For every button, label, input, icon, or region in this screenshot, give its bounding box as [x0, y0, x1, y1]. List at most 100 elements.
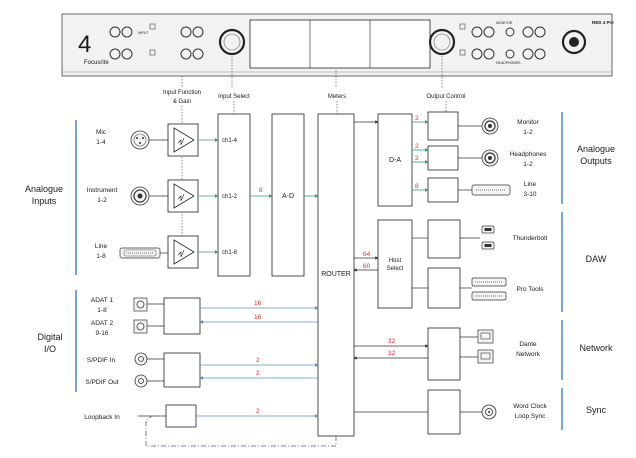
output-encoder — [428, 28, 456, 56]
jack-connector-icon — [130, 186, 150, 206]
group-digital-io: Digital — [37, 332, 62, 342]
input-select-block — [217, 113, 251, 277]
preamp-instrument — [167, 179, 199, 213]
da-label: D-A — [389, 157, 401, 164]
output-protools-label: Pro Tools — [517, 286, 545, 293]
front-label-input: INPUT — [138, 31, 149, 35]
front-button — [459, 49, 466, 56]
host-select-label: Select — [387, 266, 404, 272]
count-spdif-out: 2 — [256, 357, 260, 364]
input-mic-label: 1-4 — [96, 139, 106, 146]
preamp-mic — [167, 123, 199, 157]
group-analogue-outputs: Outputs — [580, 156, 612, 166]
host-select-label: Host — [389, 258, 402, 264]
output-dante-label: Network — [516, 351, 541, 358]
router-label: ROUTER — [321, 271, 351, 278]
optical-connector-icon — [133, 297, 148, 312]
count-host-in: 60 — [363, 263, 371, 270]
xlr-connector-icon — [130, 130, 150, 150]
count-spdif-in: 2 — [256, 370, 260, 377]
output-line-label: 3-10 — [523, 191, 536, 198]
da-converter-block — [377, 113, 413, 207]
headphone-jack-icon — [505, 27, 515, 37]
monitor-knob — [471, 48, 483, 60]
group-daw: DAW — [586, 254, 607, 264]
dsub-output-icon — [471, 184, 511, 196]
input-knob — [121, 26, 133, 38]
label-meters: Meters — [328, 94, 346, 100]
input-instrument-label: 1-2 — [97, 197, 107, 204]
input-line-label: 1-8 — [96, 253, 106, 260]
group-digital-io: I/O — [44, 344, 56, 354]
input-adat2-label: ADAT 2 — [91, 320, 114, 327]
channel-label-ch1-4: ch1-4 — [222, 138, 238, 144]
count-headphones-b: 2 — [415, 155, 419, 162]
count-dante-out: 32 — [388, 338, 396, 345]
monitor-knob — [483, 26, 495, 38]
output-headphones-label: 1-2 — [523, 161, 533, 168]
input-knob — [121, 48, 133, 60]
count-headphones-a: 2 — [415, 143, 419, 150]
input-encoder — [218, 28, 246, 56]
rca-connector-icon — [134, 352, 148, 366]
jack-output-icon — [481, 117, 499, 135]
input-knob — [109, 26, 121, 38]
output-control-line — [427, 177, 459, 203]
headphone-knob — [534, 26, 546, 38]
group-analogue-inputs: Inputs — [32, 196, 57, 206]
front-button — [149, 23, 156, 30]
output-headphones-label: Headphones — [510, 151, 548, 158]
select-knob — [180, 26, 192, 38]
ad-converter-block — [271, 113, 305, 277]
group-sync: Sync — [586, 405, 607, 415]
headphone-knob — [522, 26, 534, 38]
dante-block — [427, 327, 461, 381]
channel-label-ch1-8: ch1-8 — [222, 250, 238, 256]
router-block — [317, 113, 355, 437]
output-thunderbolt-label: Thunderbolt — [513, 235, 548, 242]
headphone-knob — [534, 48, 546, 60]
device-logo-number: 4 — [78, 31, 91, 58]
wordclock-block — [427, 389, 461, 435]
select-knob — [180, 48, 192, 60]
device-logo-name: Focusrite — [84, 60, 109, 66]
device-front-panel: 4 Focusrite INPUT MONITOR HEADPHONES — [61, 13, 614, 77]
headphone-jack-icon — [505, 49, 515, 59]
loopback-return-path — [145, 415, 337, 447]
headphone-output-icon — [481, 149, 499, 167]
spdif-block — [163, 352, 201, 388]
thunderbolt-block — [427, 219, 461, 259]
select-knob — [192, 48, 204, 60]
output-control-monitor — [427, 111, 459, 141]
count-adat-in: 16 — [254, 314, 262, 321]
loopback-block — [165, 404, 197, 428]
count-line: 8 — [415, 183, 419, 190]
front-label-monitor: MONITOR — [496, 21, 513, 25]
group-brackets — [75, 112, 563, 430]
output-control-headphones — [427, 145, 459, 171]
output-dante-label: Dante — [519, 341, 537, 348]
protools-port-icon — [471, 277, 507, 301]
volume-encoder — [561, 29, 587, 55]
control-drop-lines — [181, 56, 443, 88]
output-monitor-label: 1-2 — [523, 129, 533, 136]
bnc-connector-icon — [481, 404, 497, 420]
group-analogue-inputs: Analogue — [25, 184, 63, 194]
count-dante-in: 32 — [388, 350, 396, 357]
adat-block — [163, 297, 201, 335]
headphone-knob — [522, 48, 534, 60]
protools-block — [427, 267, 461, 309]
label-output-control: Output Control — [426, 94, 465, 100]
thunderbolt-port-icon — [481, 225, 495, 250]
input-mic-label: Mic — [96, 129, 107, 136]
output-line-label: Line — [524, 181, 537, 188]
front-label-headphones: HEADPHONES — [496, 61, 521, 65]
device-model: RED 4 Pre — [592, 20, 614, 25]
count-monitor: 2 — [415, 115, 419, 122]
rca-connector-icon — [134, 374, 148, 388]
input-adat1-label: 1-8 — [97, 307, 107, 314]
input-knob — [109, 48, 121, 60]
optical-connector-icon — [133, 319, 148, 334]
host-select-block — [377, 219, 413, 309]
